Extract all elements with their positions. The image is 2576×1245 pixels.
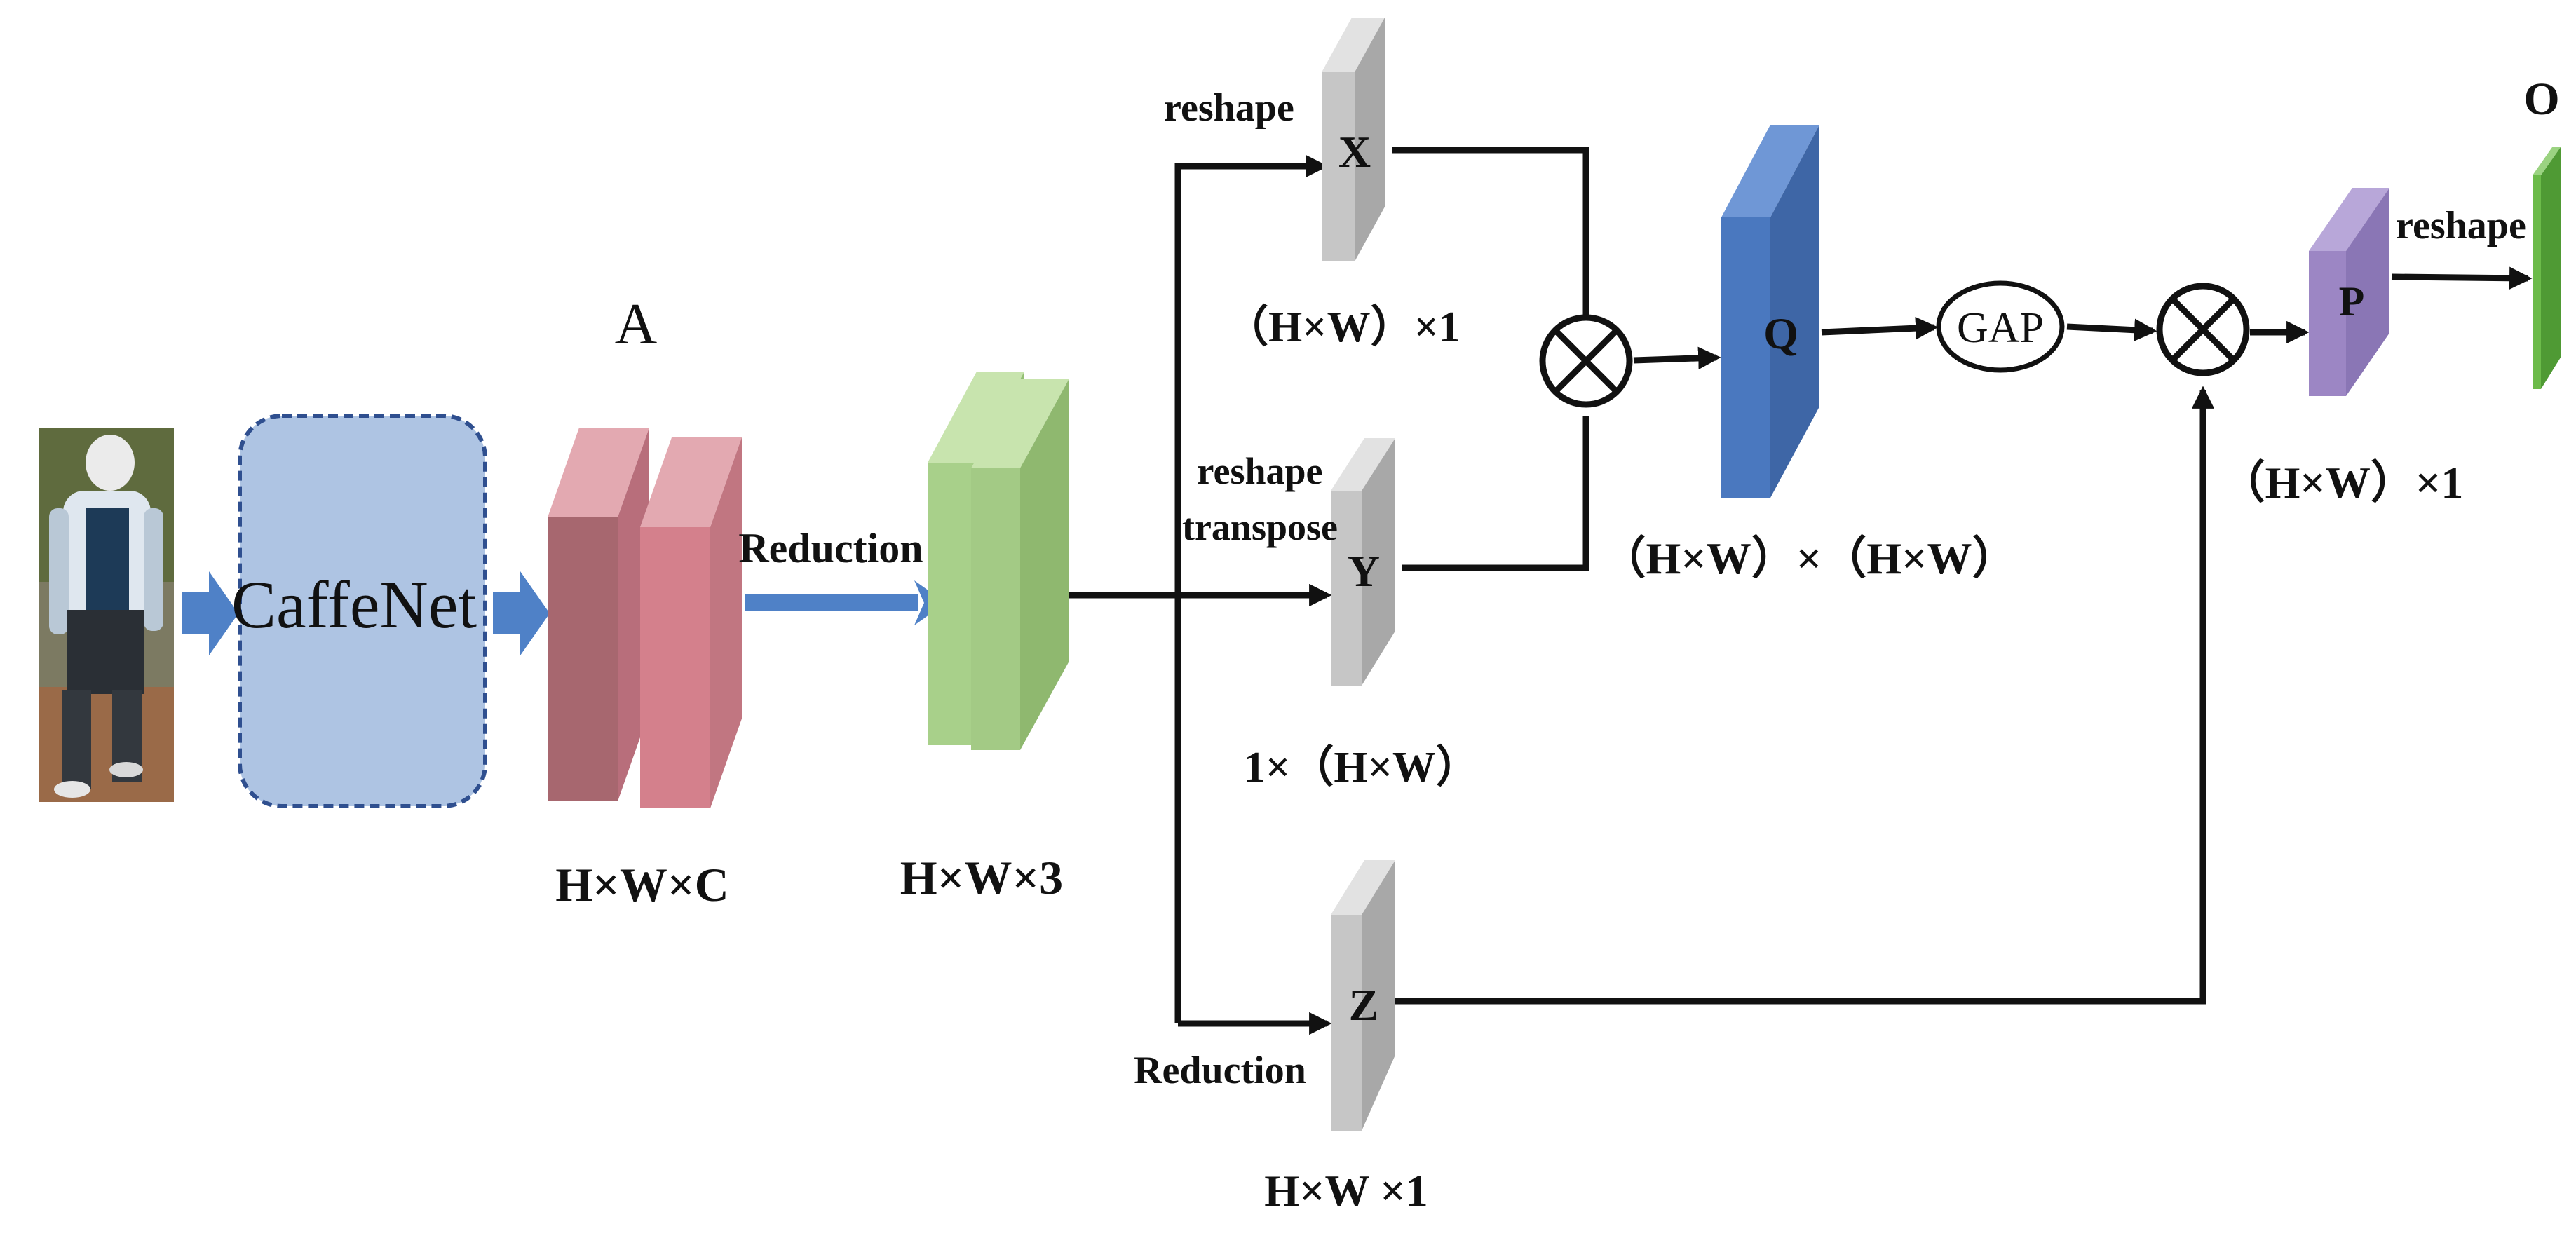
x-block: X reshape （H×W）×1	[1164, 18, 1460, 351]
gap-label: GAP	[1957, 304, 2044, 352]
reduction-label: Reduction	[738, 525, 923, 571]
q-block: Q （H×W）×（H×W）	[1601, 125, 2017, 583]
feature-map-a: A H×W×C	[548, 292, 742, 911]
matmul-circle-2	[2156, 283, 2250, 376]
z-dims: H×W ×1	[1264, 1166, 1428, 1216]
x-letter: X	[1338, 127, 1371, 177]
q-to-gap-arrow	[1821, 316, 1939, 340]
to-x-arrow	[1174, 154, 1329, 595]
feature-map-a-dims: H×W×C	[555, 858, 729, 911]
x-to-multiply-line	[1392, 147, 1589, 321]
p-to-o-arrow	[2391, 266, 2533, 290]
x-dims: （H×W）×1	[1225, 302, 1460, 351]
input-pedestrian-image	[39, 428, 174, 802]
y-dims: 1×（H×W）	[1244, 742, 1479, 791]
caffenet-box	[238, 414, 487, 808]
p-dims: （H×W）×1	[2221, 458, 2464, 508]
feature-map-a-slab-back	[548, 428, 649, 801]
y-block: Y reshape transpose 1×（H×W）	[1182, 438, 1479, 791]
y-op-label-line2: transpose	[1182, 506, 1338, 548]
q-letter: Q	[1763, 308, 1798, 358]
q-dims: （H×W）×（H×W）	[1601, 533, 2017, 583]
block-arrow-shape	[493, 571, 550, 655]
gap-to-multiply-arrow	[2066, 318, 2157, 341]
y-to-multiply-line	[1402, 416, 1589, 571]
caffenet-label: CaffeNet	[231, 567, 477, 642]
feature-map-reduced-slab-front	[971, 379, 1069, 750]
feature-map-reduced-dims: H×W×3	[900, 851, 1063, 904]
connector-lines	[1069, 147, 2533, 1035]
y-op-label-line1: reshape	[1197, 450, 1322, 492]
o-block: O reshape	[2396, 74, 2561, 389]
z-letter: Z	[1349, 980, 1379, 1030]
p-block: P （H×W）×1	[2221, 188, 2464, 508]
o-op-label: reshape	[2396, 204, 2526, 247]
x-op-label: reshape	[1164, 86, 1294, 130]
feature-map-a-title: A	[615, 292, 658, 357]
z-to-multiply-arrow	[1395, 386, 2215, 1005]
multiply1-to-q-arrow	[1633, 346, 1721, 370]
y-letter: Y	[1348, 546, 1380, 596]
branch-trunk-line	[1069, 592, 1181, 1023]
feature-map-a-slab-front	[640, 437, 742, 808]
caffenet-to-features-arrow	[493, 571, 550, 655]
matmul-circle-1	[1539, 314, 1633, 408]
input-to-caffenet-arrow	[182, 571, 238, 655]
z-block: Z Reduction H×W ×1	[1134, 860, 1428, 1216]
z-op-label: Reduction	[1134, 1049, 1306, 1092]
caffenet-block: CaffeNet	[231, 414, 487, 808]
reduction-arrow: Reduction	[738, 525, 946, 625]
block-arrow-shape	[182, 571, 238, 655]
p-letter: P	[2339, 278, 2365, 325]
o-letter: O	[2523, 74, 2559, 125]
gap-node: GAP	[1936, 280, 2065, 373]
feature-map-reduced: H×W×3	[900, 372, 1069, 904]
